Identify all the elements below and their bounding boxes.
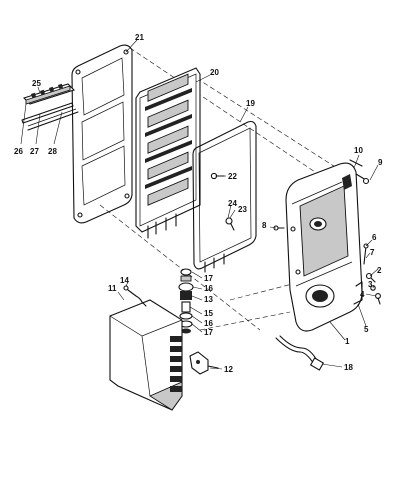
callout-12: 12 (224, 365, 233, 374)
housing-fasteners (273, 159, 381, 305)
top-cover-strip (21, 83, 79, 131)
callout-14: 14 (120, 276, 129, 285)
callout-26: 26 (14, 147, 23, 156)
callout-5: 5 (364, 325, 369, 334)
callout-2: 2 (377, 266, 382, 275)
callout-6: 6 (372, 233, 377, 242)
callout-25: 25 (32, 79, 41, 88)
callout-16-lower: 16 (204, 319, 213, 328)
alignment-lines (99, 47, 341, 331)
callout-labels: 1 2 3 4 5 6 7 8 9 10 11 12 13 14 15 16 1… (14, 33, 383, 374)
callout-15: 15 (204, 309, 213, 318)
callout-8: 8 (262, 221, 267, 230)
hose-18 (275, 335, 325, 371)
callout-7: 7 (370, 248, 375, 257)
callout-19: 19 (246, 99, 255, 108)
fitting-stack-13-17 (178, 268, 194, 334)
callout-28: 28 (48, 147, 57, 156)
callout-9: 9 (378, 158, 383, 167)
callout-16-upper: 16 (204, 284, 213, 293)
cover-gasket (192, 120, 257, 273)
callout-27: 27 (30, 147, 39, 156)
callout-10: 10 (354, 146, 363, 155)
aftercooler-block (109, 285, 183, 411)
callout-20: 20 (210, 68, 219, 77)
callout-1: 1 (345, 337, 350, 346)
bracket-12 (189, 351, 219, 375)
callout-11: 11 (108, 284, 117, 293)
intercooler-core (135, 67, 201, 239)
callout-3: 3 (368, 280, 373, 289)
callout-4: 4 (360, 290, 365, 299)
callout-21: 21 (135, 33, 144, 42)
callout-17-lower: 17 (204, 328, 213, 337)
upper-gasket (71, 44, 133, 224)
callout-24: 24 (228, 199, 237, 208)
callout-17-upper: 17 (204, 274, 213, 283)
intercooler-housing (285, 162, 363, 332)
callout-22: 22 (228, 172, 237, 181)
callout-23: 23 (238, 205, 247, 214)
callout-18: 18 (344, 363, 353, 372)
callout-13: 13 (204, 295, 213, 304)
leader-lines (20, 39, 379, 370)
